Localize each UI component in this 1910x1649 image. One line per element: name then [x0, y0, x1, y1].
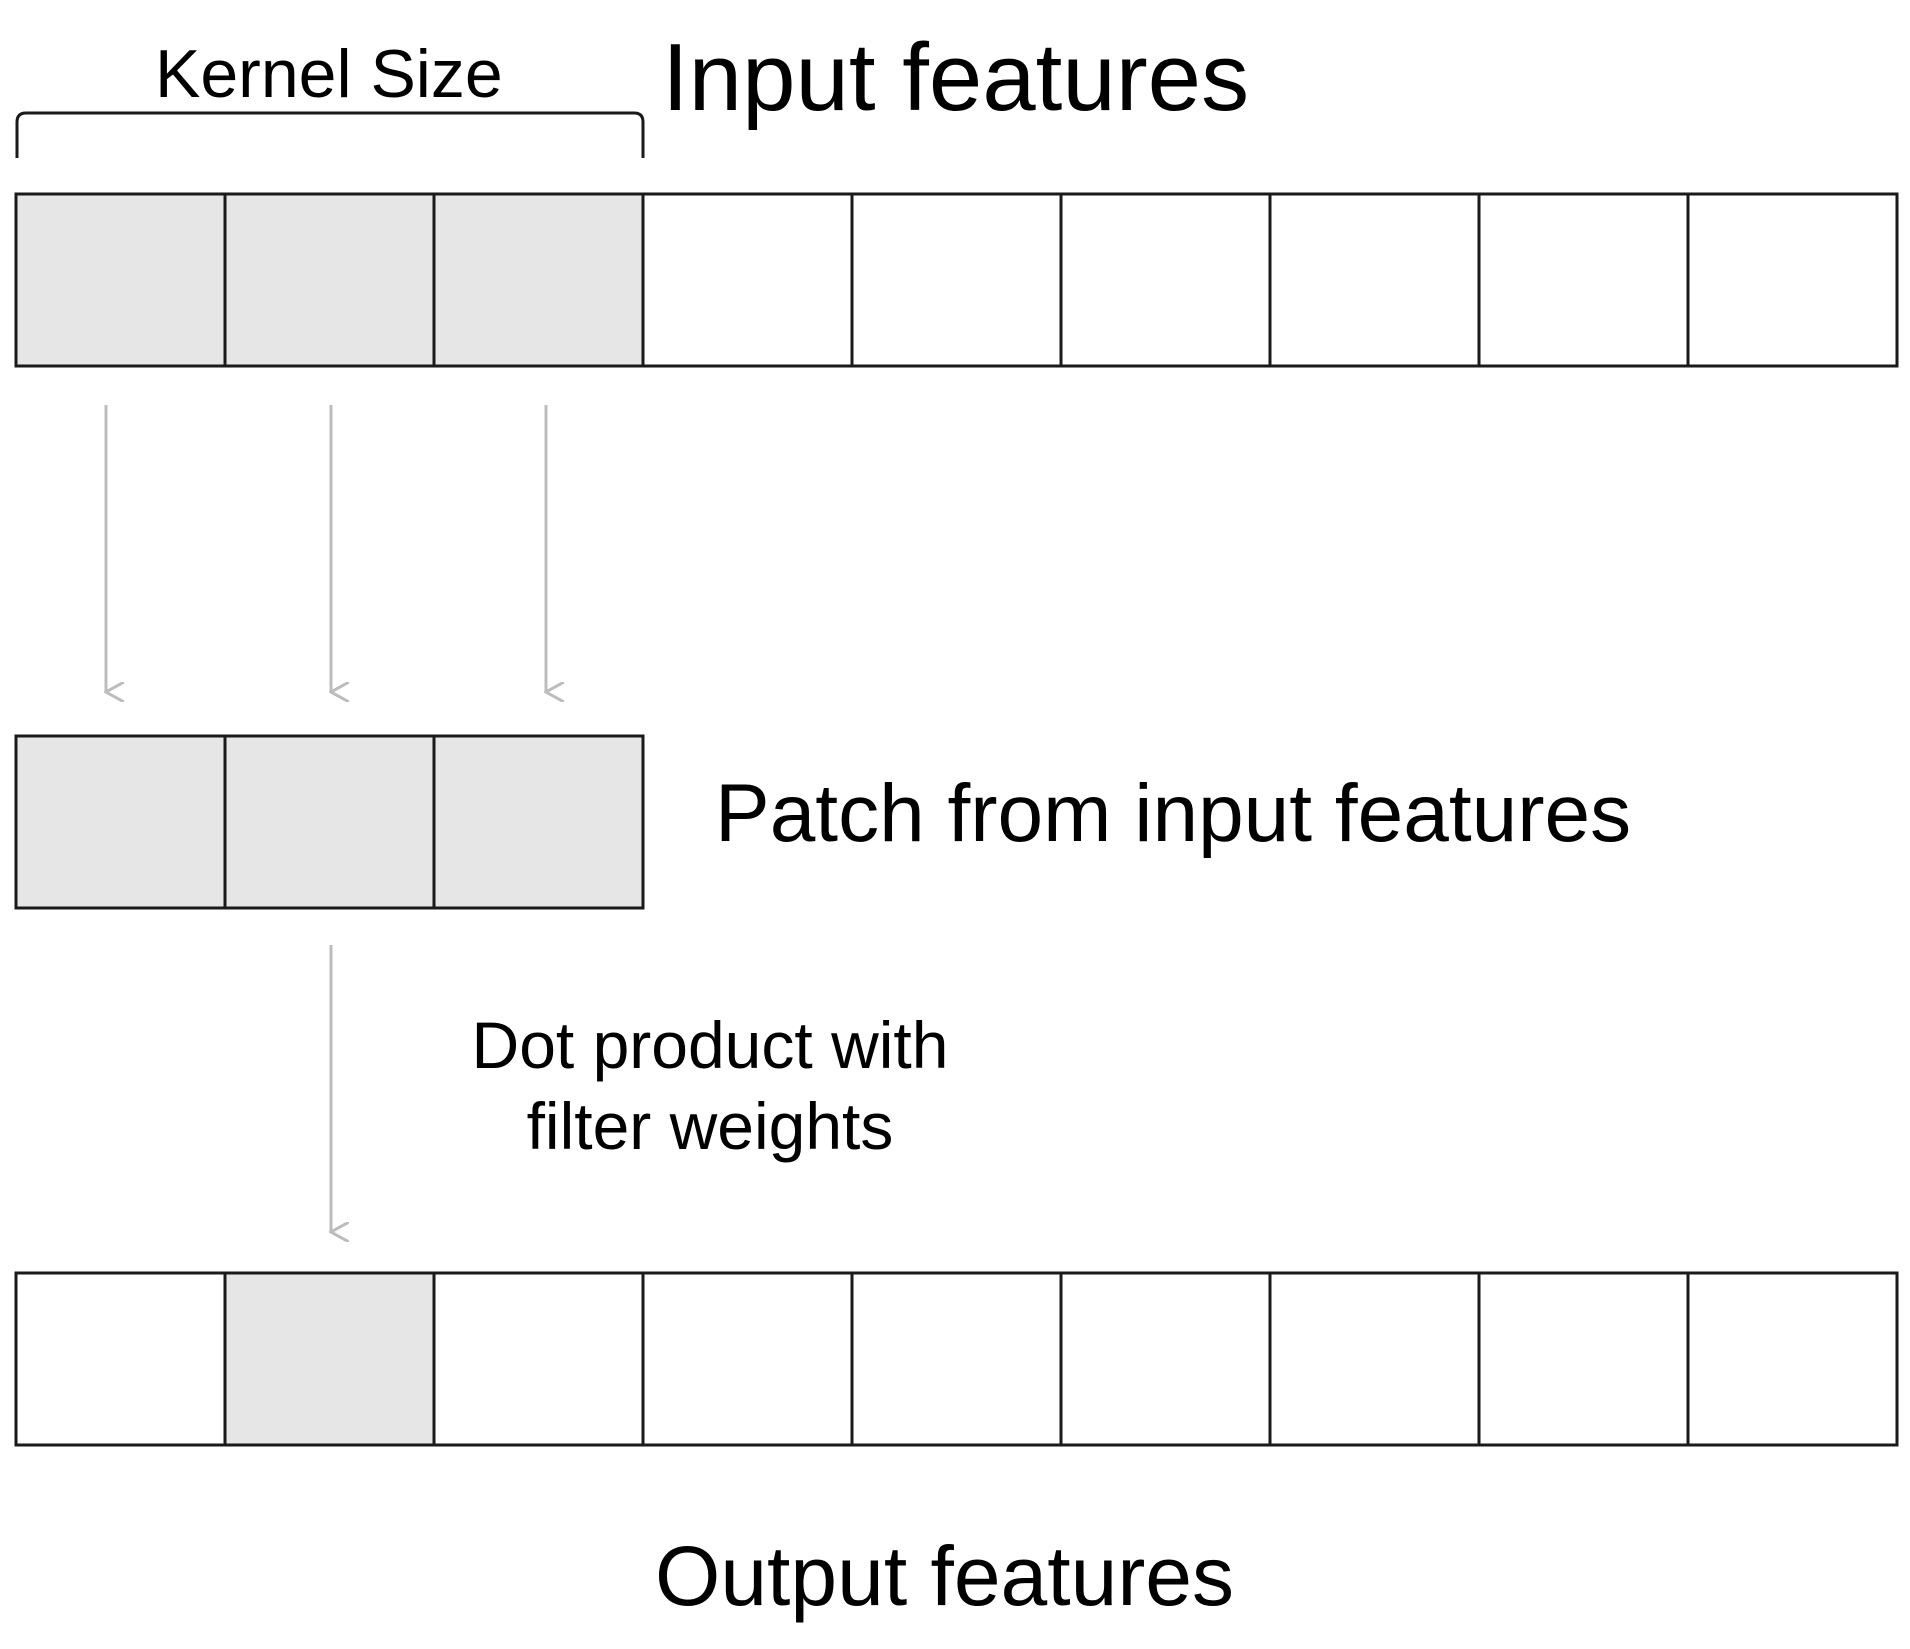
patch-cell-highlighted — [14, 734, 227, 910]
output-feature-cell — [641, 1271, 854, 1447]
patch-cell-highlighted — [432, 734, 645, 910]
input-feature-cell-highlighted — [223, 192, 436, 368]
arrows — [106, 405, 546, 1232]
patch-cell-highlighted — [223, 734, 436, 910]
input-features-label: Input features — [662, 24, 1250, 131]
output-feature-cell — [432, 1271, 645, 1447]
input-feature-cell — [850, 192, 1063, 368]
output-feature-cell-highlighted — [223, 1271, 436, 1447]
input-feature-cell — [1477, 192, 1690, 368]
output-feature-cell — [1477, 1271, 1690, 1447]
input-feature-cell — [1686, 192, 1899, 368]
kernel-size-label: Kernel Size — [155, 36, 503, 112]
output-feature-cell — [1059, 1271, 1272, 1447]
output-feature-cell — [14, 1271, 227, 1447]
output-feature-cell — [1686, 1271, 1899, 1447]
output-features-row — [14, 1271, 1899, 1447]
input-features-row — [14, 192, 1899, 368]
patch-label: Patch from input features — [715, 768, 1632, 859]
output-feature-cell — [1268, 1271, 1481, 1447]
input-feature-cell-highlighted — [432, 192, 645, 368]
input-feature-cell-highlighted — [14, 192, 227, 368]
input-feature-cell — [1059, 192, 1272, 368]
patch-row — [14, 734, 645, 910]
kernel-size-bracket — [15, 111, 645, 158]
input-feature-cell — [1268, 192, 1481, 368]
dot-product-label: Dot product with filter weights — [471, 1008, 949, 1163]
output-feature-cell — [850, 1271, 1063, 1447]
input-feature-cell — [641, 192, 854, 368]
output-features-label: Output features — [655, 1529, 1235, 1623]
